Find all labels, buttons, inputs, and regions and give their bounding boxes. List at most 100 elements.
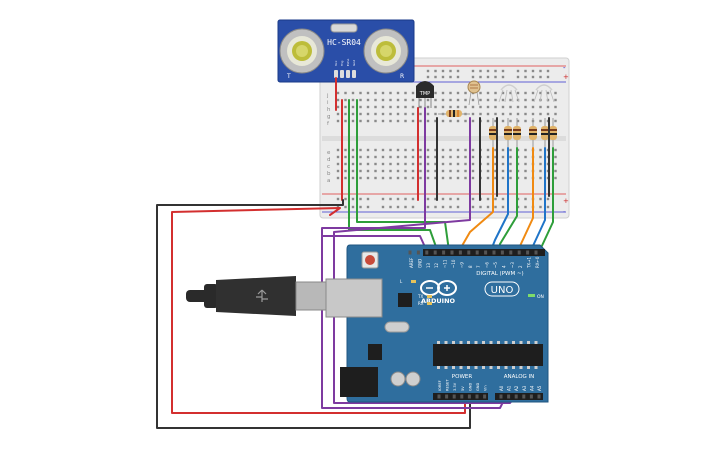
power-pin-socket[interactable]	[467, 394, 471, 399]
power-pin-label: 5V	[461, 386, 465, 391]
power-pin-socket[interactable]	[445, 394, 449, 399]
digital-pin-label: 12	[434, 262, 439, 268]
photoresistor[interactable]	[467, 80, 481, 106]
resistor-array[interactable]	[489, 118, 557, 148]
usb-port	[325, 278, 383, 318]
led-l-label: L	[400, 279, 403, 284]
digital-pin-label: 2	[518, 265, 523, 268]
digital-pin-label: 7	[476, 265, 481, 268]
analog-pin-socket[interactable]	[507, 394, 511, 399]
usb-chip	[398, 293, 412, 307]
power-pin-socket[interactable]	[483, 394, 487, 399]
digital-pin-socket[interactable]	[526, 250, 530, 255]
microcontroller-chip	[433, 344, 543, 366]
analog-pin-label: A2	[514, 385, 519, 391]
sensor-model-label: HC-SR04	[327, 38, 361, 47]
arduino-logo	[420, 280, 457, 296]
resistor-v3	[513, 118, 521, 148]
digital-pin-socket[interactable]	[517, 250, 521, 255]
temp-sensor-label: TMP	[419, 91, 430, 97]
row-label-j: j	[326, 93, 329, 99]
digital-pin-socket[interactable]	[534, 250, 538, 255]
digital-pin-label: GND	[417, 259, 422, 268]
digital-pin-socket[interactable]	[492, 250, 496, 255]
digital-pin-label: TX→1	[527, 256, 532, 269]
power-pin-label: GND	[476, 383, 480, 391]
digital-header	[423, 249, 545, 256]
digital-pin-label: ~10	[451, 259, 456, 268]
row-labels: j i h g f e d c b a	[326, 93, 331, 184]
digital-pin-socket[interactable]	[484, 250, 488, 255]
digital-pin-socket[interactable]	[450, 250, 454, 255]
usb-cable	[186, 276, 327, 316]
digital-pin-label: ~6	[485, 262, 490, 268]
digital-pin-socket[interactable]	[500, 250, 504, 255]
analog-pin-socket[interactable]	[537, 394, 541, 399]
temperature-sensor[interactable]: TMP	[416, 81, 434, 108]
analog-pin-socket[interactable]	[514, 394, 518, 399]
rgb-led-left[interactable]	[498, 84, 520, 103]
reset-button[interactable]	[365, 255, 375, 265]
digital-pin-socket[interactable]	[442, 250, 446, 255]
resistor-v1	[489, 118, 497, 148]
resistor-v4	[529, 118, 537, 148]
row-label-d: d	[327, 157, 331, 163]
wire-sensor-trig	[348, 99, 441, 259]
arduino-brand: ARDUINO	[421, 297, 456, 305]
power-pin-label: 3.3V	[453, 382, 457, 391]
row-label-e: e	[327, 150, 331, 156]
digital-pin-socket[interactable]	[475, 250, 479, 255]
led-tx-label: TX	[417, 294, 423, 299]
digital-pin-socket[interactable]	[467, 250, 471, 255]
digital-pin-socket[interactable]	[458, 250, 462, 255]
digital-pin-socket[interactable]	[416, 250, 420, 255]
row-label-g: g	[327, 114, 331, 120]
digital-pin-socket[interactable]	[433, 250, 437, 255]
sensor-pin-gnd: Gnd	[352, 60, 356, 66]
digital-pin-label: ~9	[459, 262, 464, 268]
resistor-horizontal[interactable]	[438, 110, 470, 117]
analog-pin-socket[interactable]	[529, 394, 533, 399]
power-pin-socket[interactable]	[460, 394, 464, 399]
power-pin-socket[interactable]	[475, 394, 479, 399]
sensor-pin-vcc: Vcc	[334, 60, 338, 66]
digital-pin-socket[interactable]	[425, 250, 429, 255]
digital-pin-label: 8	[468, 265, 473, 268]
wire-sensor-echo	[356, 99, 451, 259]
sensor-pin-echo: Echo	[346, 59, 350, 66]
wire-sensor-vcc	[335, 77, 343, 201]
resistor-v5	[541, 118, 549, 148]
crystal	[384, 321, 410, 333]
digital-pin-socket[interactable]	[509, 250, 513, 255]
row-label-h: h	[327, 107, 331, 113]
analog-pin-socket[interactable]	[522, 394, 526, 399]
ultrasonic-sensor[interactable]: HC-SR04 T R Vcc Trig Echo Gnd	[277, 19, 415, 83]
power-pin-label: Vin	[484, 385, 488, 391]
digital-pin-label: RX←0	[535, 256, 540, 268]
sensor-left-mark: T	[286, 73, 291, 80]
analog-pin-socket[interactable]	[499, 394, 503, 399]
on-led-label: ON	[537, 294, 544, 300]
power-pin-socket[interactable]	[437, 394, 441, 399]
power-pin-socket[interactable]	[452, 394, 456, 399]
row-label-c: c	[327, 164, 330, 170]
digital-pin-label: 13	[426, 262, 431, 268]
digital-pin-label: ~11	[443, 259, 448, 268]
sensor-right-mark: R	[400, 73, 404, 80]
rail-plus-top: +	[563, 73, 569, 81]
sensor-pins: Vcc Trig Echo Gnd	[334, 59, 356, 78]
arduino-model: UNO	[491, 285, 514, 296]
digital-pin-socket[interactable]	[408, 250, 412, 255]
resistor-v2	[504, 118, 512, 148]
row-label-f: f	[327, 121, 330, 127]
digital-label: DIGITAL (PWM ~)	[476, 271, 523, 277]
rgb-led-right[interactable]	[533, 84, 555, 103]
analog-pin-label: A0	[499, 385, 504, 391]
row-label-a: a	[327, 178, 330, 184]
digital-pin-label: AREF	[409, 257, 414, 268]
